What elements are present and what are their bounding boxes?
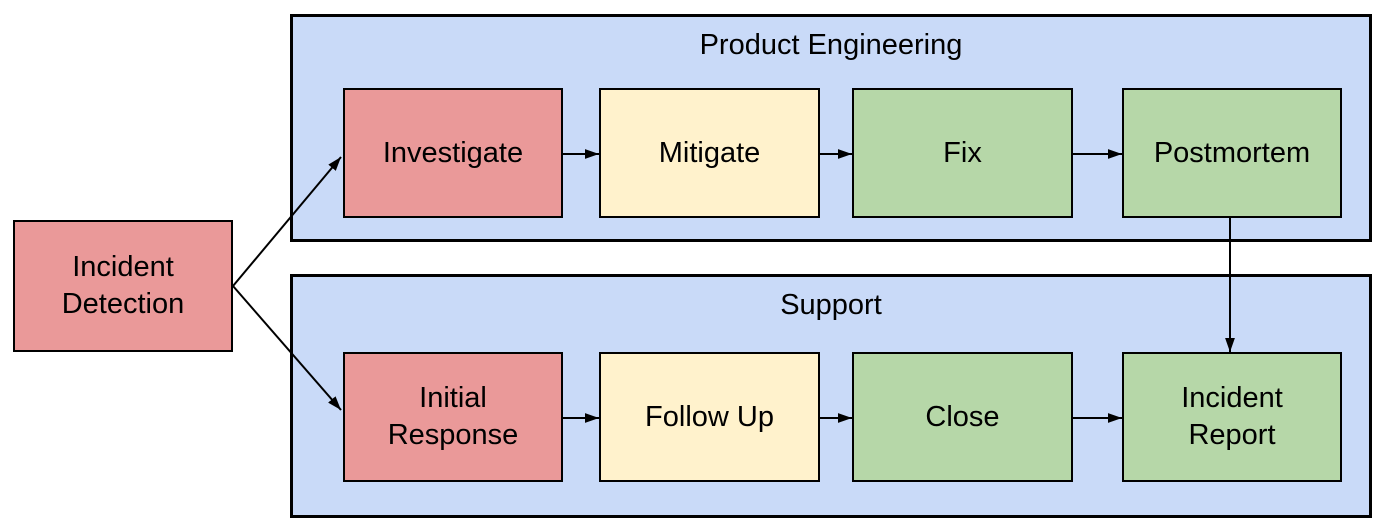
node-initial-response: Initial Response: [343, 352, 563, 482]
node-incident-detection: Incident Detection: [13, 220, 233, 352]
node-investigate: Investigate: [343, 88, 563, 218]
node-postmortem: Postmortem: [1122, 88, 1342, 218]
node-incident-report: Incident Report: [1122, 352, 1342, 482]
node-mitigate: Mitigate: [599, 88, 820, 218]
lane-title-support: Support: [780, 289, 882, 321]
node-close: Close: [852, 352, 1073, 482]
node-fix: Fix: [852, 88, 1073, 218]
node-follow-up: Follow Up: [599, 352, 820, 482]
lane-title-product-engineering: Product Engineering: [699, 29, 963, 61]
